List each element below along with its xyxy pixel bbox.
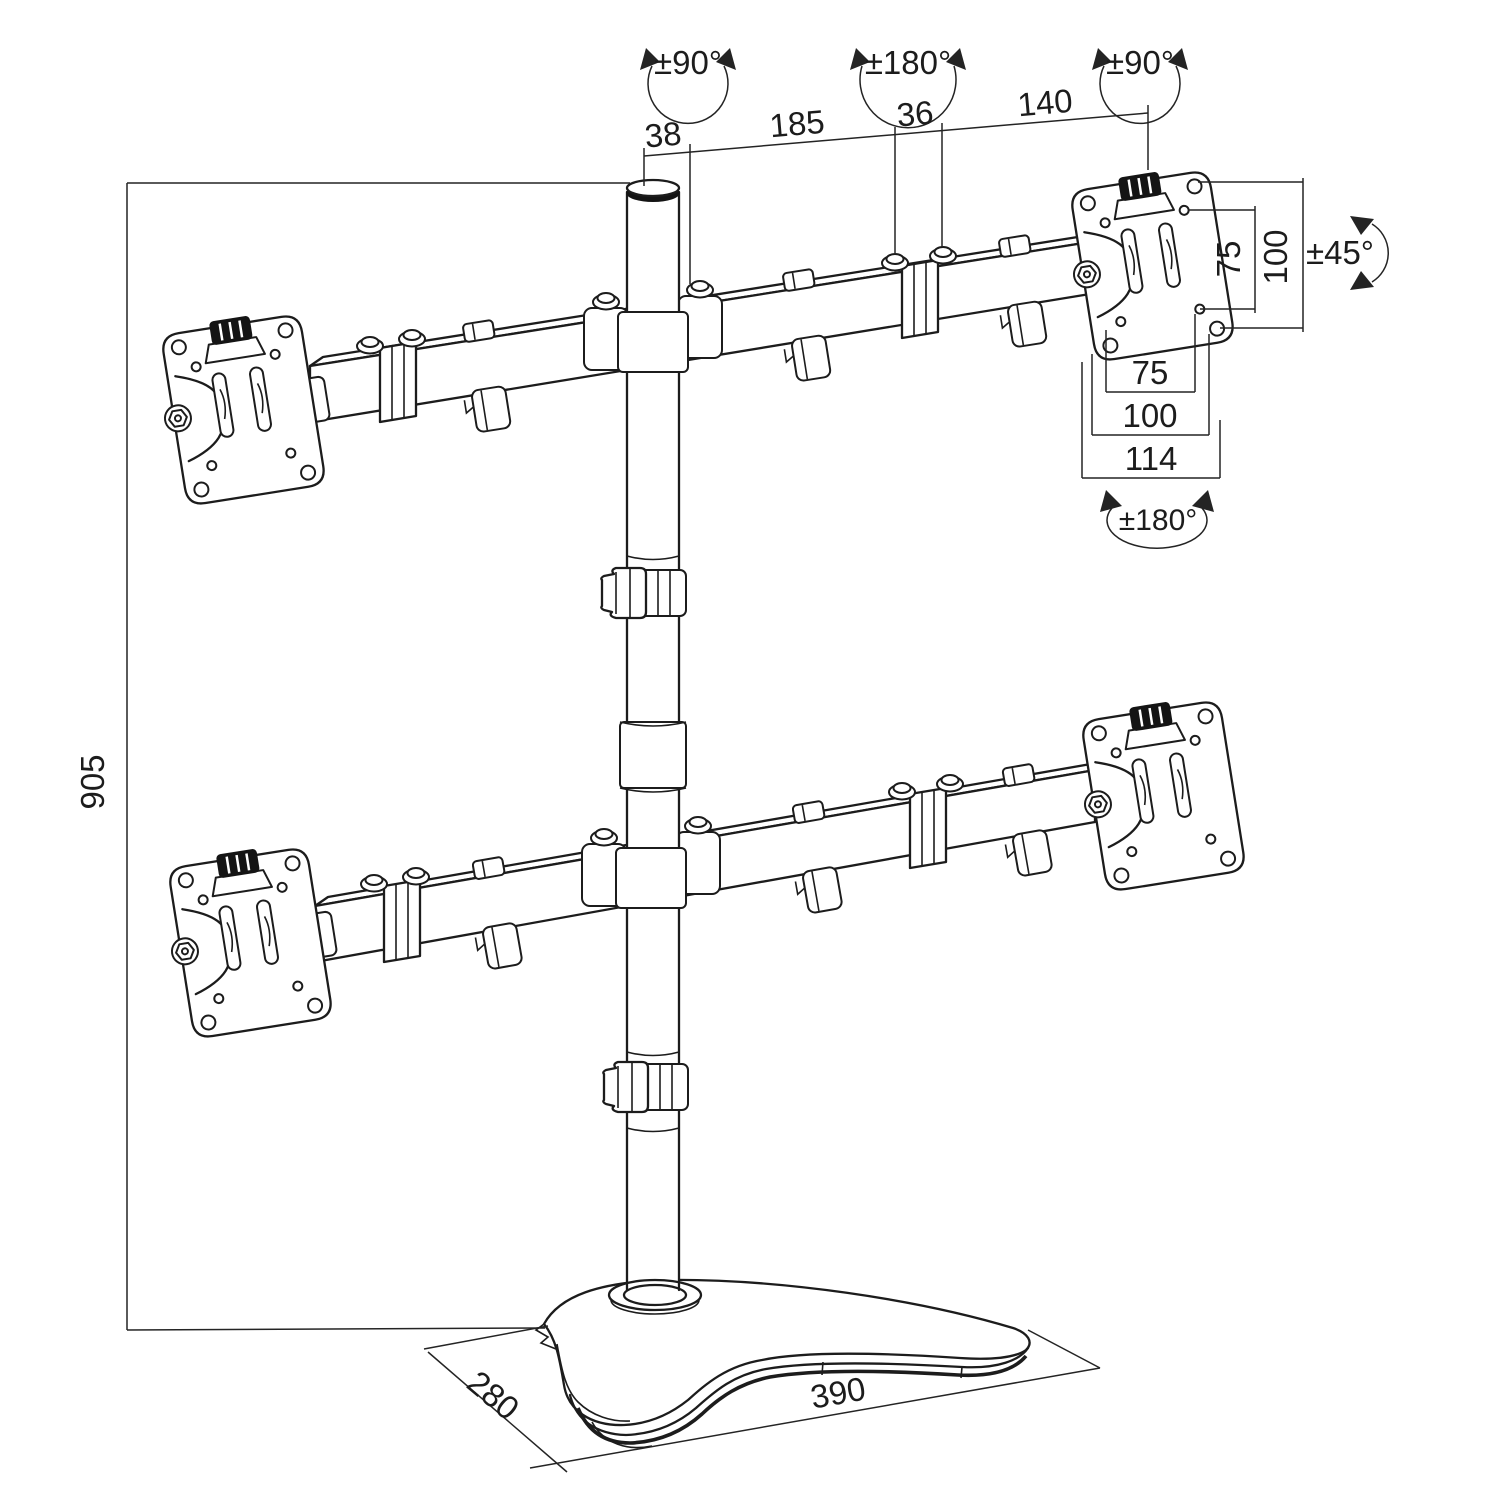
upper-arm-right-joint (881, 246, 957, 340)
pole-sleeve (619, 721, 687, 793)
upper-clamp-band (617, 311, 689, 373)
dim-base-depth: 280 (460, 1363, 526, 1427)
dim-arm-outer: 140 (1016, 82, 1074, 124)
upper-arm-left-joint (356, 329, 426, 424)
arm-dimension-chain: 38 185 36 140 (643, 82, 1149, 284)
rotation-symbol-pan-center: ±180° (850, 44, 966, 129)
upper-arm (308, 231, 1105, 435)
vesa-vertical-dimensions: 75 100 (1188, 178, 1304, 332)
base-pedestal (534, 1278, 1031, 1449)
dim-base-width: 390 (808, 1370, 869, 1416)
vesa-plate-lower-right (1069, 692, 1248, 895)
dim-arm-offset: 38 (643, 115, 683, 155)
label-pan-left: ±90° (654, 44, 722, 81)
dim-arm-inner: 185 (768, 103, 826, 145)
rotation-symbol-pan-right: ±90° (1092, 44, 1188, 125)
dim-plate-width: 114 (1125, 440, 1178, 477)
tilt-symbol: ±45° (1306, 216, 1389, 290)
dim-vesa-v-outer: 100 (1257, 229, 1294, 284)
clamp-bolt (686, 280, 714, 299)
label-pan-center: ±180° (865, 44, 951, 81)
height-collar-lower (602, 1060, 690, 1114)
dim-arm-joint: 36 (895, 94, 935, 134)
height-dimension: 905 (74, 182, 630, 1331)
dim-vesa-h-outer: 100 (1122, 397, 1177, 434)
dim-vesa-h-inner: 75 (1132, 354, 1169, 391)
vesa-plate-upper-right (1058, 162, 1237, 365)
dim-pole-height: 905 (74, 754, 111, 809)
pole (600, 178, 703, 1315)
rotation-symbol-pan-left: ±90° (640, 44, 736, 125)
height-collar-upper (600, 566, 688, 620)
lower-arm (313, 759, 1110, 972)
plate-swivel-symbol: ±180° (1100, 490, 1214, 549)
base-socket (607, 1278, 703, 1315)
lower-clamp-band (615, 847, 687, 909)
clamp-bolt (592, 292, 620, 311)
vesa-plate-lower-left (156, 839, 335, 1042)
lower-arm-left-joint (360, 867, 430, 964)
label-pan-right: ±90° (1106, 44, 1174, 81)
lower-arm-right-joint (888, 774, 964, 870)
vesa-plate-upper-left (149, 306, 328, 509)
dim-vesa-v-inner: 75 (1210, 241, 1247, 278)
vesa-horizontal-dimensions: 75 100 114 (1081, 314, 1221, 479)
label-tilt: ±45° (1306, 234, 1374, 271)
label-plate-swivel: ±180° (1119, 504, 1198, 537)
